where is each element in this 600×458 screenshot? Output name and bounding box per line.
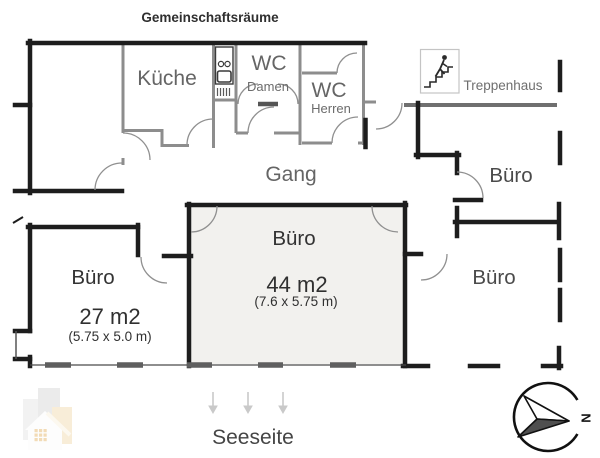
room-label-buero-center: Büro (272, 227, 315, 250)
room-label-buero-left: Büro (71, 266, 114, 289)
area-label-buero-center: 44 m2 (266, 272, 327, 297)
room-sublabel-herren: Herren (311, 101, 351, 116)
room-label-buero-bottom-right: Büro (472, 266, 515, 289)
room-label-treppenhaus: Treppenhaus (463, 78, 542, 93)
stairs-icon (419, 48, 460, 94)
compass-icon: N (512, 381, 594, 453)
down-arrow-icon (208, 392, 218, 415)
room-label-buero-top-right: Büro (489, 164, 532, 187)
dimensions-label-buero-center: (7.6 x 5.75 m) (254, 294, 337, 309)
room-label-gang: Gang (265, 163, 316, 186)
door-arcs (94, 52, 484, 284)
plan-title: Gemeinschaftsräume (141, 10, 279, 25)
seeseite-label: Seeseite (212, 426, 294, 449)
room-label-wc-damen: WC (252, 52, 287, 75)
dashed-walls (467, 59, 564, 371)
interior-walls (121, 44, 557, 165)
compass-north-label: N (579, 413, 594, 422)
watermark-window-grid (34, 429, 47, 442)
dimensions-label-buero-left: (5.75 x 5.0 m) (68, 329, 151, 344)
exterior-walls (12, 38, 562, 369)
down-arrow-icon (278, 392, 288, 415)
area-label-buero-left: 27 m2 (79, 304, 140, 329)
room-sublabel-damen: Damen (247, 79, 289, 94)
buero-center-fill (191, 206, 404, 364)
room-label-wc-herren: WC (312, 79, 347, 102)
room-fills (191, 206, 404, 364)
seeseite-arrows (208, 392, 288, 415)
down-arrow-icon (243, 392, 253, 415)
stove-icon (214, 46, 234, 96)
house-watermark-icon (23, 388, 72, 450)
room-label-kueche: Küche (137, 67, 197, 90)
